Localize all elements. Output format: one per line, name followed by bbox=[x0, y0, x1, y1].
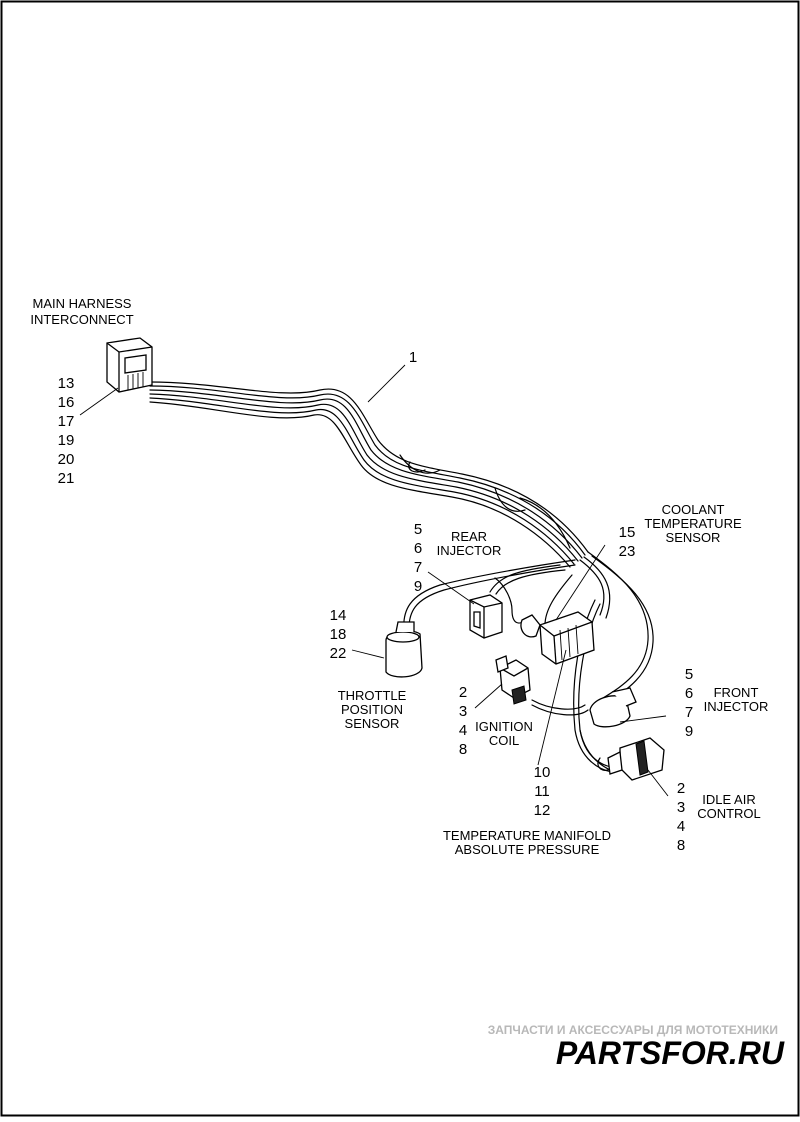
idle-air-control-label: IDLE AIR bbox=[702, 792, 755, 807]
rear-injector-ref-number: 5 bbox=[414, 521, 422, 538]
main-harness-ref-number: 16 bbox=[58, 394, 75, 411]
rear-injector-label: INJECTOR bbox=[437, 543, 502, 558]
ignition-coil-ref-number: 4 bbox=[459, 722, 467, 739]
tmap-sensor-ref-number: 11 bbox=[534, 783, 550, 800]
tmap-sensor-ref-number: 12 bbox=[534, 802, 551, 819]
rear-injector-ref-number: 7 bbox=[414, 559, 422, 576]
tmap-sensor-label: TEMPERATURE MANIFOLD bbox=[443, 828, 611, 843]
throttle-sensor-label: POSITION bbox=[341, 702, 403, 717]
main-harness-ref-number: 17 bbox=[58, 413, 75, 430]
ignition-coil-ref-number: 8 bbox=[459, 741, 467, 758]
main-harness-ref-number: 13 bbox=[58, 375, 75, 392]
throttle-sensor-label: SENSOR bbox=[345, 716, 400, 731]
ignition-coil-ref-number: 2 bbox=[459, 684, 467, 701]
throttle-sensor-ref-number: 18 bbox=[330, 626, 347, 643]
idle-air-control-ref-number: 3 bbox=[677, 799, 685, 816]
coolant-sensor-label: COOLANT bbox=[662, 502, 725, 517]
callout-labels: MAIN HARNESSINTERCONNECT1316171920211REA… bbox=[30, 296, 768, 857]
coolant-sensor-label: TEMPERATURE bbox=[644, 516, 742, 531]
throttle-position-sensor-icon bbox=[385, 621, 423, 678]
main-harness-label: MAIN HARNESS bbox=[33, 296, 132, 311]
front-injector-ref-number: 5 bbox=[685, 666, 693, 683]
tmap-sensor-label: ABSOLUTE PRESSURE bbox=[455, 842, 600, 857]
ignition-coil-connector-icon bbox=[495, 655, 531, 705]
main-harness-ref-number: 19 bbox=[58, 432, 75, 449]
rear-injector-ref-number: 9 bbox=[414, 578, 422, 595]
coolant-sensor-ref-number: 15 bbox=[619, 524, 636, 541]
idle-air-control-ref-number: 8 bbox=[677, 837, 685, 854]
front-injector-ref-number: 7 bbox=[685, 704, 693, 721]
throttle-sensor-label: THROTTLE bbox=[338, 688, 407, 703]
idle-air-control-label: CONTROL bbox=[697, 806, 761, 821]
coolant-temperature-sensor-icon bbox=[520, 611, 595, 665]
rear-injector-connector-icon bbox=[469, 594, 503, 639]
front-injector-label: INJECTOR bbox=[704, 699, 769, 714]
idle-air-control-ref-number: 4 bbox=[677, 818, 685, 835]
main-harness-ref-number: 21 bbox=[58, 470, 75, 487]
rear-injector-label: REAR bbox=[451, 529, 487, 544]
tmap-sensor-ref-number: 10 bbox=[534, 764, 551, 781]
throttle-sensor-ref-number: 14 bbox=[330, 607, 347, 624]
coolant-sensor-ref-number: 23 bbox=[619, 543, 636, 560]
harness-branches bbox=[403, 551, 654, 773]
idle-air-control-ref-number: 2 bbox=[677, 780, 685, 797]
rear-injector-ref-number: 6 bbox=[414, 540, 422, 557]
front-injector-ref-number: 6 bbox=[685, 685, 693, 702]
front-injector-ref-number: 9 bbox=[685, 723, 693, 740]
main-harness-connector-icon bbox=[106, 337, 153, 393]
harness-ref-number: 1 bbox=[409, 349, 417, 366]
coolant-sensor-label: SENSOR bbox=[666, 530, 721, 545]
ignition-coil-ref-number: 3 bbox=[459, 703, 467, 720]
front-injector-connector-icon bbox=[589, 687, 637, 728]
watermark-brand: PARTSFOR.RU bbox=[556, 1035, 785, 1071]
ignition-coil-label: COIL bbox=[489, 733, 519, 748]
watermark: ЗАПЧАСТИ И АКСЕССУАРЫ ДЛЯ МОТОТЕХНИКИ PA… bbox=[488, 1023, 785, 1071]
leader-lines bbox=[79, 364, 669, 797]
main-harness-label: INTERCONNECT bbox=[30, 312, 133, 327]
main-harness-ref-number: 20 bbox=[58, 451, 75, 468]
ignition-coil-label: IGNITION bbox=[475, 719, 533, 734]
harness-bundle bbox=[148, 381, 589, 568]
front-injector-label: FRONT bbox=[714, 685, 759, 700]
idle-air-control-connector-icon bbox=[597, 737, 665, 781]
throttle-sensor-ref-number: 22 bbox=[330, 645, 347, 662]
watermark-tagline: ЗАПЧАСТИ И АКСЕССУАРЫ ДЛЯ МОТОТЕХНИКИ bbox=[488, 1023, 778, 1037]
